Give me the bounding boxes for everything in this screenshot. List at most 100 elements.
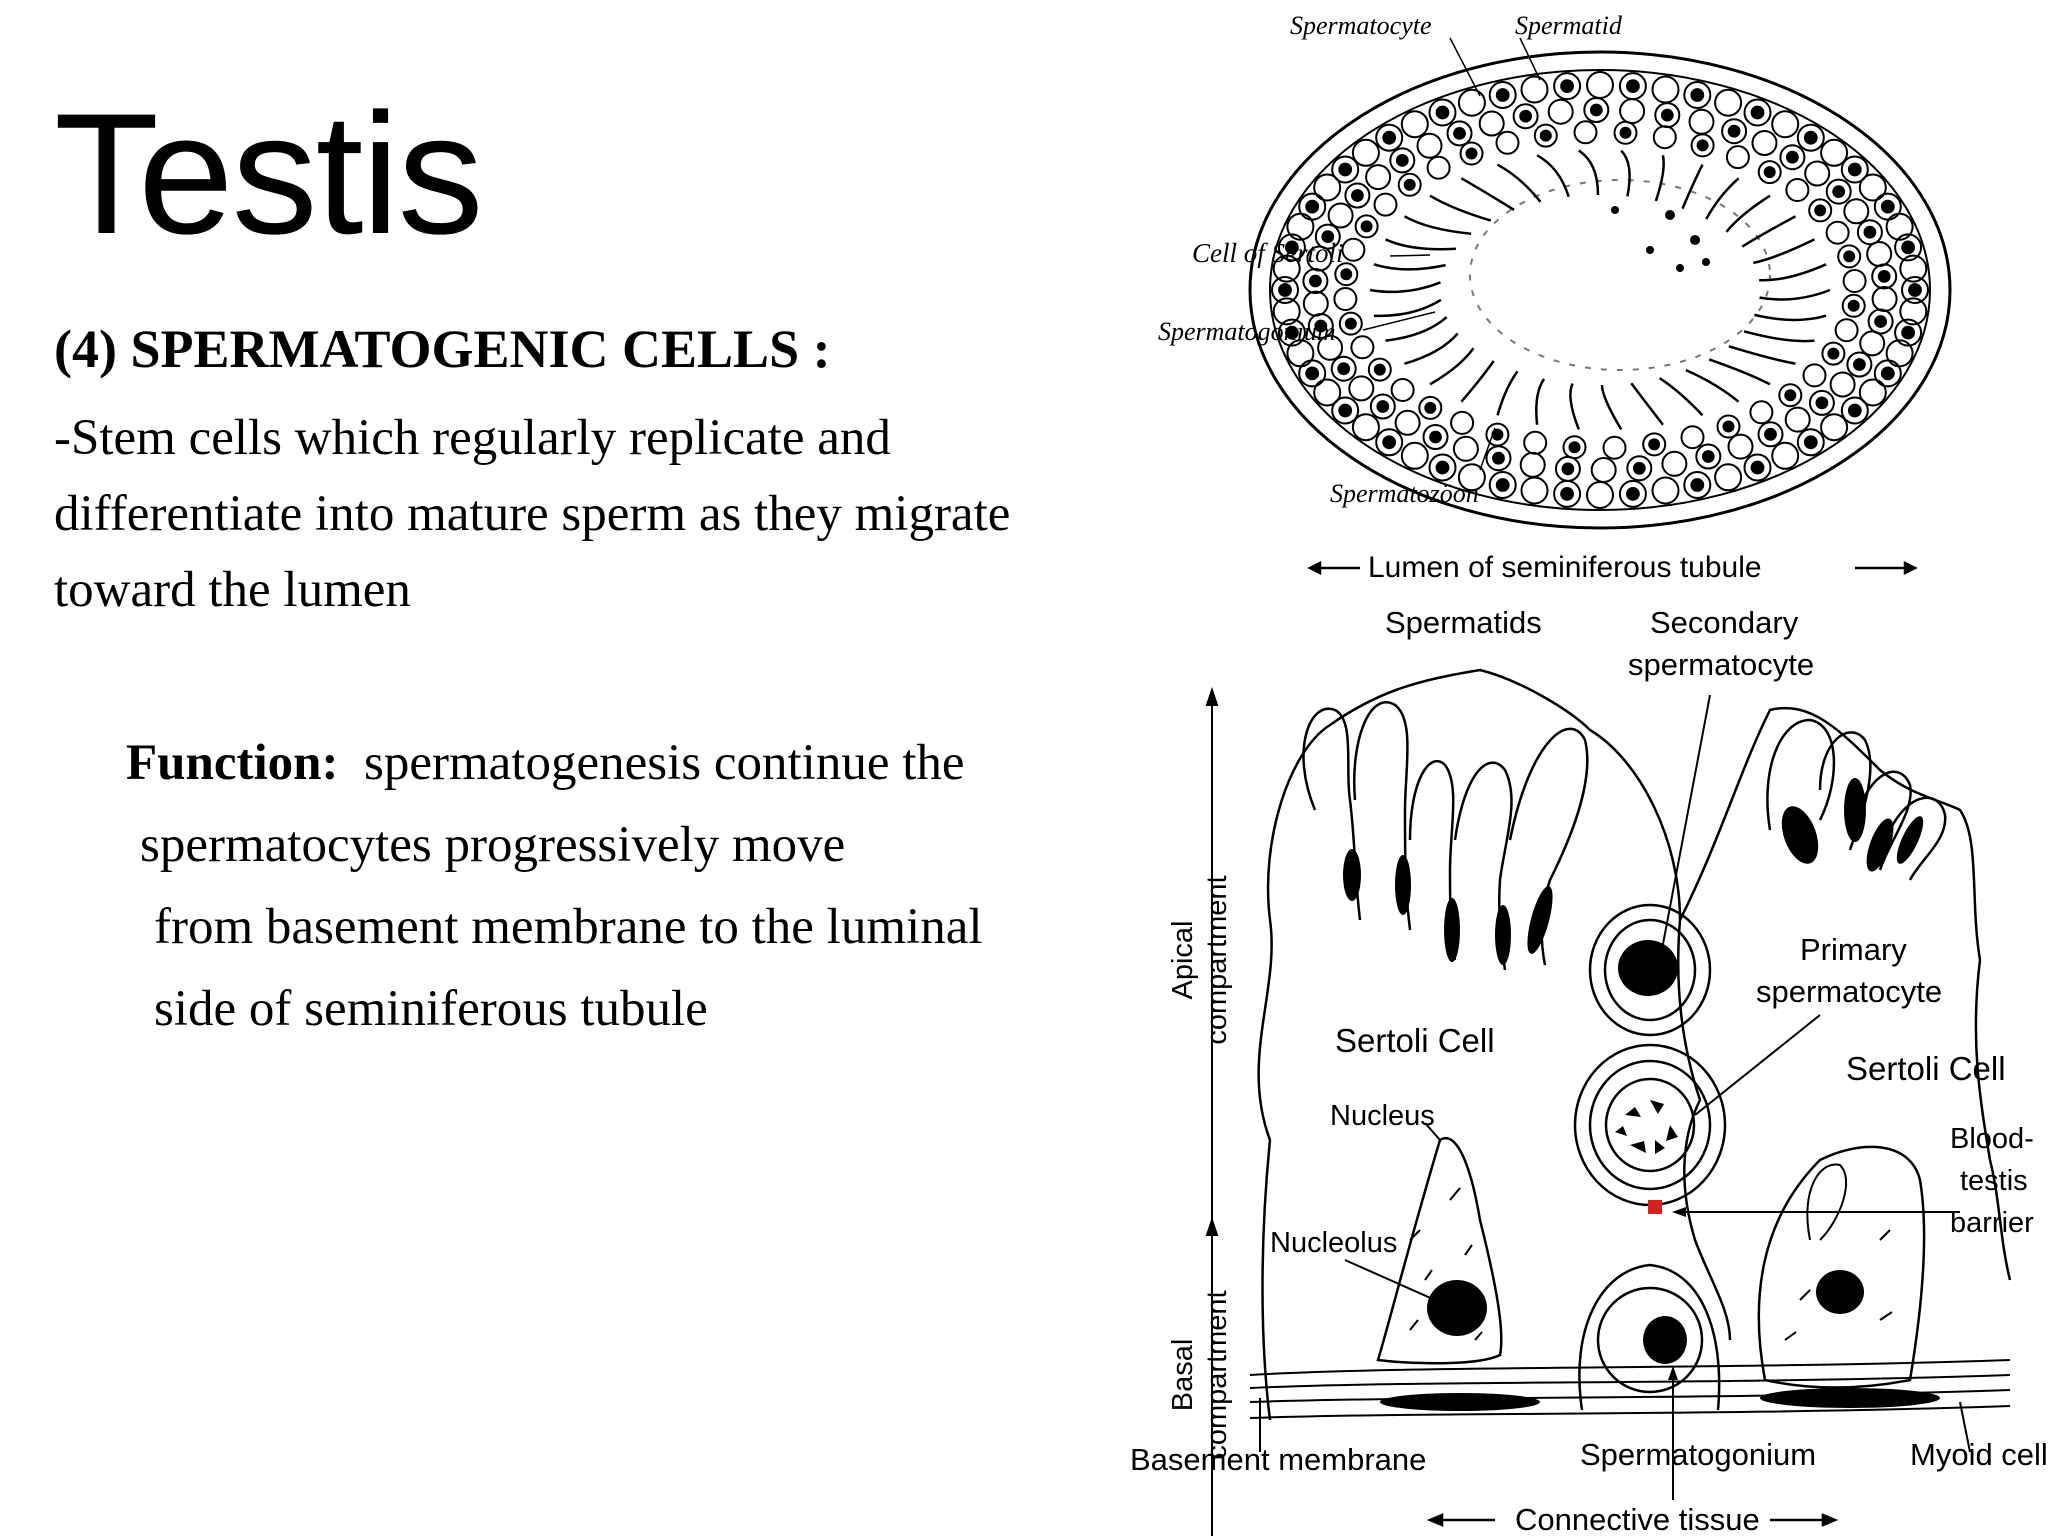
sertoli-strand (1369, 281, 1441, 294)
tubule-cell (1422, 424, 1449, 450)
tubule-cell (1784, 406, 1811, 433)
label-spermatocyte: Spermatocyte (1290, 11, 1432, 40)
tubule-cell-nucleus (1619, 126, 1632, 139)
blood-testis-barrier-marker (1648, 1200, 1662, 1214)
tubule-cell (1428, 98, 1457, 127)
tubule-cell-nucleus (1495, 478, 1510, 492)
tubule-cell (1690, 133, 1715, 158)
sertoli-strand (1373, 263, 1446, 271)
tubule-cell (1842, 269, 1867, 293)
tubule-cell-nucleus (1403, 178, 1416, 191)
tubule-cell (1365, 164, 1392, 191)
tubule-cell (1277, 233, 1306, 262)
tubule-cell (1586, 71, 1614, 99)
tubule-cell-nucleus (1690, 478, 1705, 492)
tubule-cross-section-diagram: Spermatocyte Spermatid Cell of Sertoli S… (1158, 11, 1952, 530)
tubule-cell (1547, 98, 1574, 125)
tubule-cell-nucleus (1453, 126, 1466, 140)
sertoli-strand (1743, 330, 1815, 343)
label-spermatogonium-top: Spermatogonium (1158, 317, 1336, 346)
label-basal-2: compartment (1201, 1290, 1233, 1459)
spermatid-head (1444, 898, 1460, 962)
tubule-cell-nucleus (1632, 461, 1646, 475)
tubule-cell (1721, 118, 1748, 145)
tubule-cell (1834, 318, 1859, 343)
spermatid-head (1343, 849, 1361, 901)
tubule-cell (1858, 378, 1887, 407)
sertoli-strand (1460, 360, 1495, 403)
sertoli-strand (1658, 377, 1704, 417)
tubule-cell (1714, 88, 1743, 117)
myoid-cell (1760, 1388, 1940, 1408)
tubule-cell (1330, 355, 1357, 382)
tubule-cell-nucleus (1727, 124, 1741, 138)
tubule-cell (1390, 378, 1415, 402)
function-line-1: Function: spermatogenesis continue the (126, 722, 965, 804)
tubule-cell (1286, 212, 1315, 241)
tubule-cell-nucleus (1539, 129, 1552, 142)
tubule-cell (1314, 223, 1341, 250)
tubule-cell (1394, 409, 1421, 436)
label-spermatozoon: Spermatozöon (1330, 479, 1479, 508)
tubule-cell-nucleus (1908, 283, 1922, 297)
tubule-cell (1804, 160, 1831, 187)
spermatid-head (1844, 778, 1866, 842)
tubule-cell-nucleus (1589, 103, 1603, 117)
tubule-cell (1488, 81, 1517, 109)
tubule-cell-nucleus (1786, 150, 1799, 164)
tubule-cell (1619, 98, 1646, 125)
tubule-cell (1751, 130, 1778, 156)
tubule-cell (1840, 155, 1869, 184)
label-lumen: Lumen of seminiferous tubule (1368, 551, 1762, 584)
tubule-cell (1553, 72, 1582, 101)
tubule-cell (1519, 451, 1546, 478)
tubule-cell-nucleus (1690, 88, 1705, 102)
tubule-cell-nucleus (1492, 451, 1505, 465)
label-apical-1: Apical (1167, 921, 1199, 1000)
tubule-cell (1446, 120, 1473, 147)
function-line-4: side of seminiferous tubule (154, 981, 708, 1037)
tubule-outer-wall (1248, 50, 1952, 530)
tubule-cell-nucleus (1344, 317, 1357, 330)
tubule-cell (1520, 476, 1549, 505)
sertoli-strand (1630, 382, 1664, 426)
tubule-cell-nucleus (1660, 108, 1674, 122)
sertoli-strand (1429, 194, 1492, 222)
tubule-cell (1613, 120, 1638, 145)
tubule-cell (1331, 155, 1360, 184)
tubule-cell (1488, 471, 1517, 499)
tubule-cell (1520, 75, 1549, 104)
tubule-cell-nucleus (1340, 268, 1353, 281)
tubule-cell (1457, 463, 1486, 492)
tubule-cell (1859, 330, 1886, 357)
tubule-cell-nucleus (1880, 199, 1895, 214)
tubule-cell (1583, 97, 1610, 123)
tubule-lumen (1469, 179, 1771, 371)
tubule-cell (1695, 443, 1722, 470)
tubule-cell (1418, 395, 1443, 420)
tubule-cell-nucleus (1395, 154, 1409, 167)
tubule-cell (1373, 192, 1398, 217)
label-btb-1: Blood- (1950, 1123, 2034, 1155)
tubule-cell-nucleus (1373, 363, 1386, 376)
tubule-cell-nucleus (1847, 162, 1862, 177)
tubule-cell (1302, 290, 1329, 317)
tubule-cell (1714, 463, 1743, 492)
tubule-cell (1727, 433, 1754, 460)
tubule-cell (1586, 481, 1614, 509)
tubule-cell-nucleus (1901, 240, 1915, 255)
basement-membrane-line (1249, 1359, 2011, 1376)
description-line: toward the lumen (54, 562, 411, 618)
tubule-cell-nucleus (1561, 462, 1575, 476)
sertoli-strand (1741, 215, 1797, 248)
tubule-cell (1901, 276, 1929, 304)
tubule-cell-nucleus (1803, 435, 1818, 450)
label-basal-1: Basal (1167, 1339, 1199, 1412)
description-line: differentiate into mature sperm as they … (54, 486, 1011, 542)
tubule-cell (1351, 138, 1380, 167)
primary-spermatocyte-outer (1573, 1043, 1727, 1207)
tubule-cell (1820, 413, 1849, 442)
tubule-cell-nucleus (1568, 441, 1581, 454)
tubule-cell (1573, 120, 1598, 145)
spermatid-head (1781, 806, 1819, 864)
